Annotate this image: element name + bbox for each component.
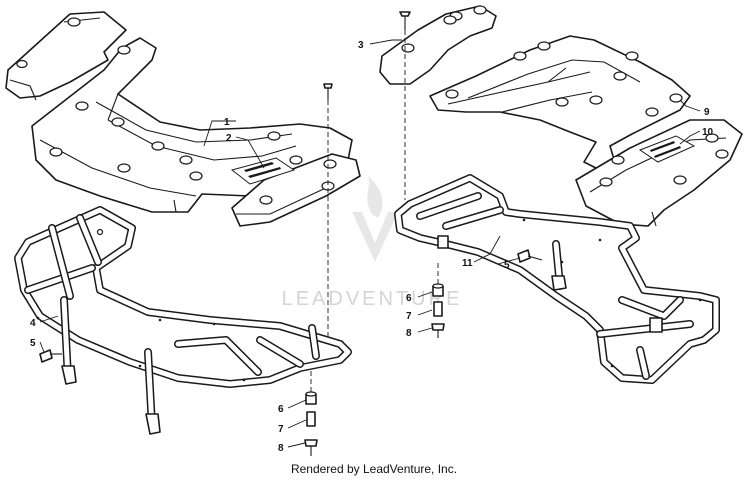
callout-7-right: 7 <box>406 311 412 322</box>
part-4-rack-frame-left[interactable] <box>14 206 352 435</box>
callout-7-left: 7 <box>278 424 284 435</box>
hardware-right-stack[interactable] <box>399 11 445 338</box>
hardware-right-bolt-5[interactable] <box>517 249 543 263</box>
watermark: LEADVENTURE <box>282 176 463 310</box>
callout-2: 2 <box>226 133 232 144</box>
callout-1: 1 <box>224 117 230 128</box>
callout-5-right: 5 <box>504 260 510 271</box>
leadventure-flame-v-logo-icon <box>352 176 398 262</box>
callout-8-right: 8 <box>406 328 412 339</box>
part-9-rack-cover-right[interactable] <box>379 5 743 227</box>
callout-labels: 1 2 3 4 5 6 7 8 6 7 8 5 11 9 10 <box>30 40 714 454</box>
part-2-decal-left[interactable] <box>230 157 296 185</box>
part-1-rack-cover-left[interactable] <box>5 11 361 227</box>
leader-lines <box>39 39 701 448</box>
footer-credit: Rendered by LeadVenture, Inc. <box>291 462 457 476</box>
callout-8-left: 8 <box>278 443 284 454</box>
part-10-decal-right[interactable] <box>638 135 696 163</box>
hardware-left-bolt-5[interactable] <box>39 349 62 363</box>
hardware-left-stack[interactable] <box>304 83 333 456</box>
callout-6-right: 6 <box>406 293 412 304</box>
callout-9: 9 <box>704 107 710 118</box>
callout-6-left: 6 <box>278 404 284 415</box>
watermark-text: LEADVENTURE <box>282 288 463 310</box>
callout-4: 4 <box>30 318 36 329</box>
part-11-rack-frame-right[interactable] <box>394 174 720 384</box>
callout-5-left: 5 <box>30 338 36 349</box>
callout-11: 11 <box>462 258 473 269</box>
callout-10: 10 <box>702 127 714 138</box>
callout-3: 3 <box>358 40 364 51</box>
